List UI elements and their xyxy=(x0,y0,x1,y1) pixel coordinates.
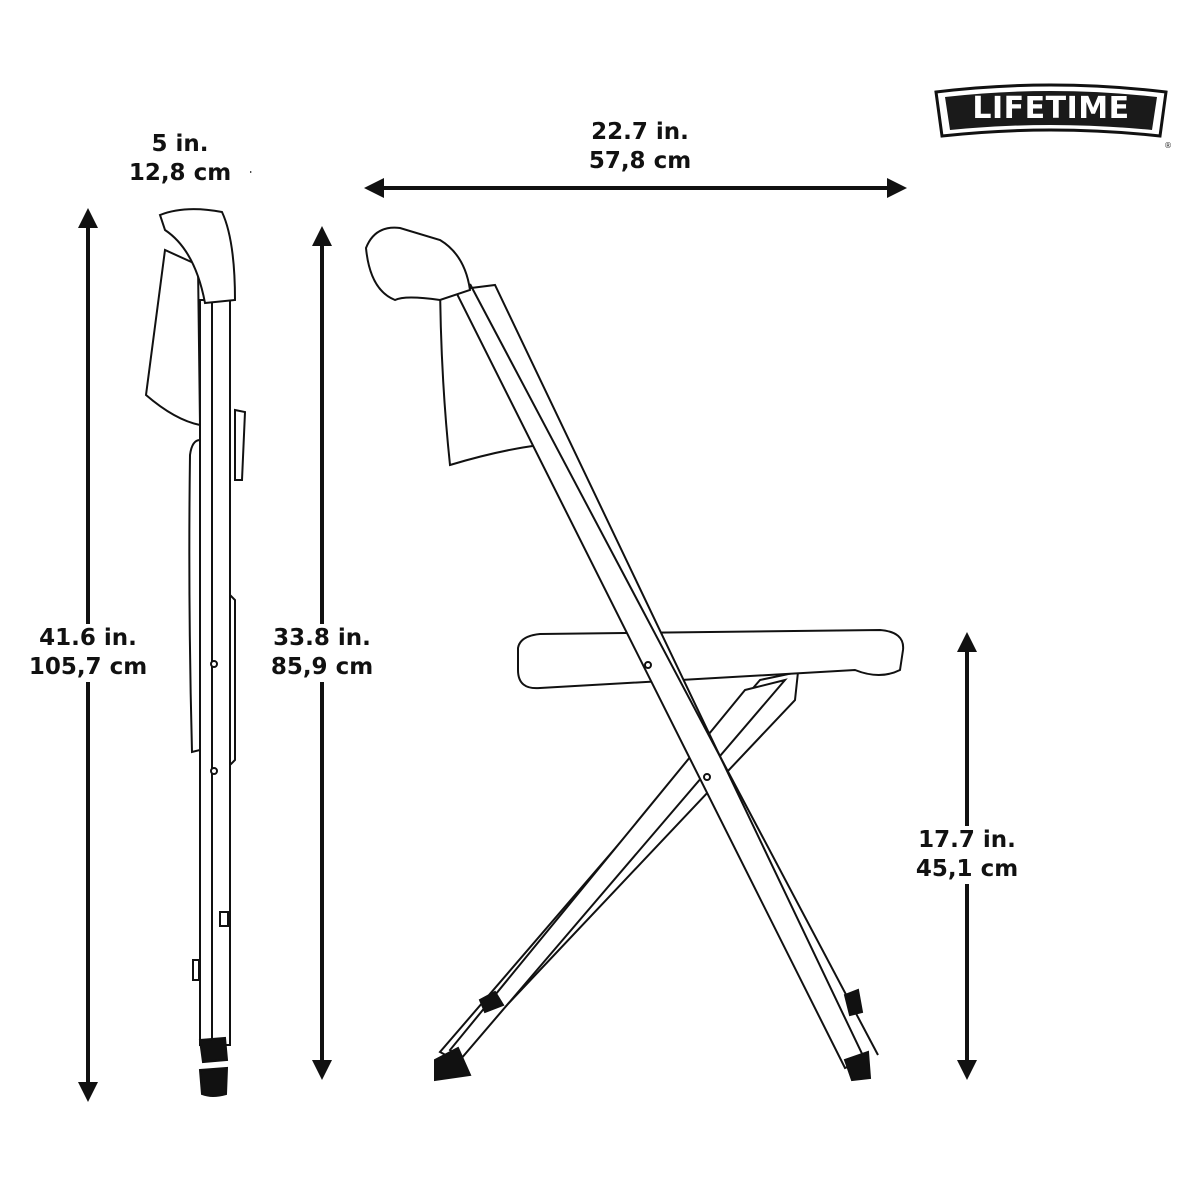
height-metric: 85,9 cm xyxy=(270,654,374,680)
height-imperial: 33.8 in. xyxy=(273,625,371,651)
seat-height-metric: 45,1 cm xyxy=(915,856,1019,882)
folded-depth-metric: 12,8 cm xyxy=(128,160,232,186)
folded-chair xyxy=(144,208,247,1097)
open-chair xyxy=(364,226,905,1082)
folded-height-imperial: 41.6 in. xyxy=(39,625,137,651)
width-imperial: 22.7 in. xyxy=(591,119,689,145)
folded-depth-label: 5 in. 12,8 cm xyxy=(110,130,250,188)
width-metric: 57,8 cm xyxy=(588,148,692,174)
registered-mark: ® xyxy=(1164,141,1172,150)
logo-text: LIFETIME xyxy=(972,91,1130,126)
folded-height-label: 41.6 in. 105,7 cm xyxy=(28,624,148,682)
lifetime-logo: ® xyxy=(934,83,1172,150)
width-label: 22.7 in. 57,8 cm xyxy=(560,118,720,176)
seat-height-label: 17.7 in. 45,1 cm xyxy=(912,826,1022,884)
height-label: 33.8 in. 85,9 cm xyxy=(266,624,378,682)
seat-height-imperial: 17.7 in. xyxy=(918,827,1016,853)
folded-height-metric: 105,7 cm xyxy=(28,654,148,680)
folded-depth-imperial: 5 in. xyxy=(151,131,209,157)
